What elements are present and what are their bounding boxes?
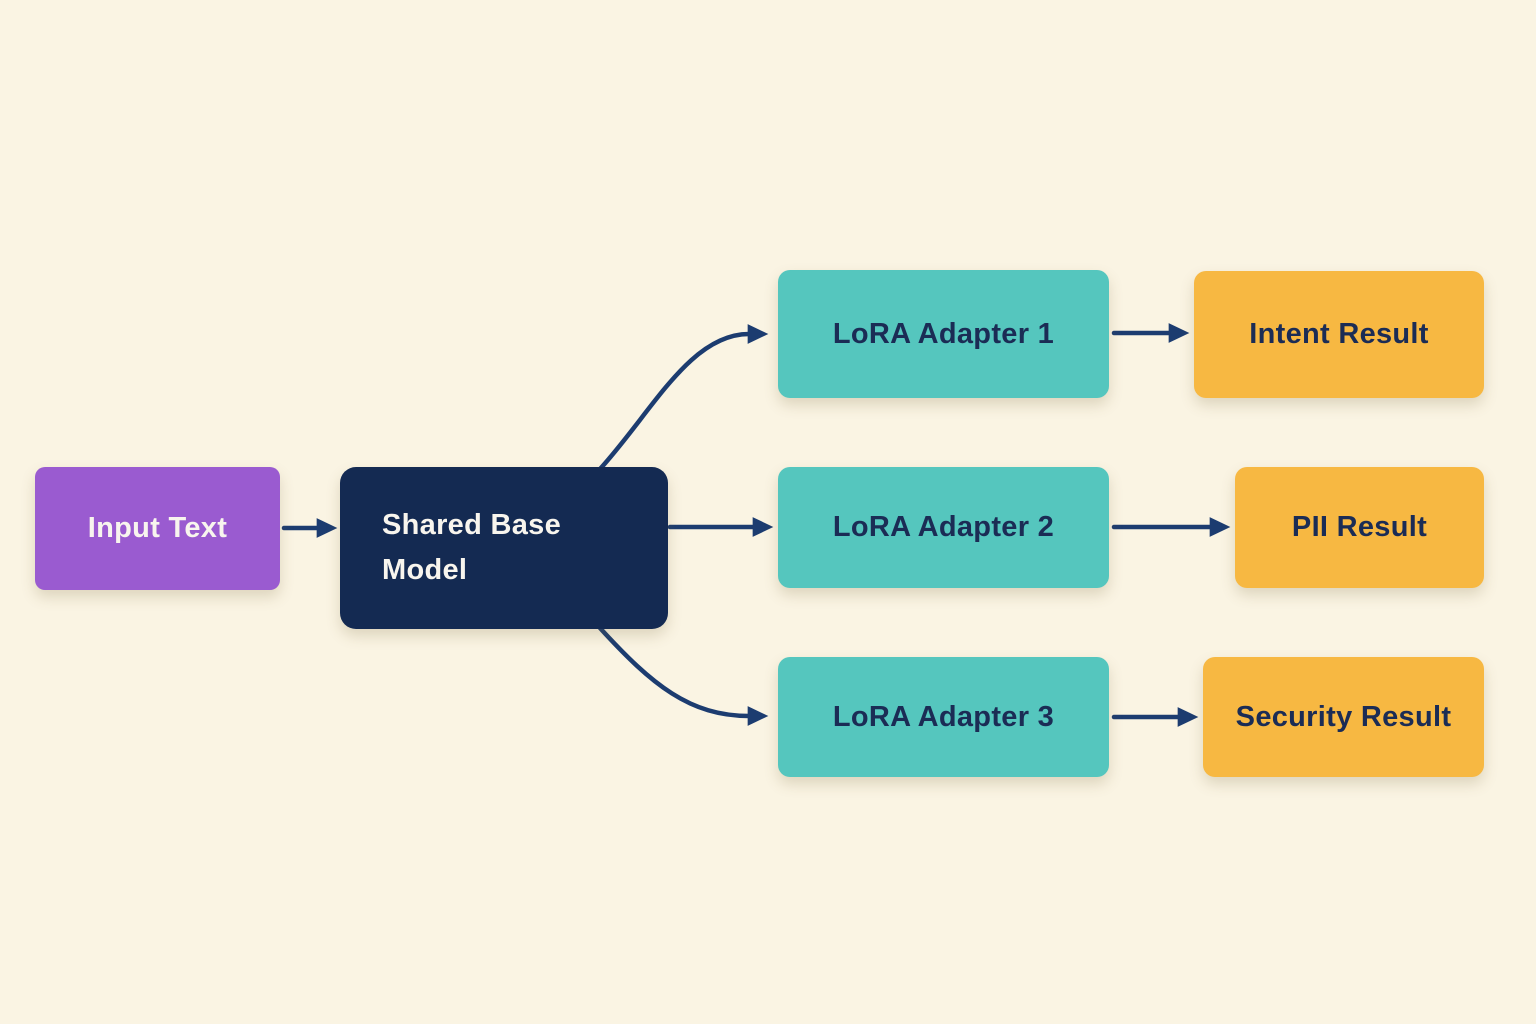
node-input-text: Input Text bbox=[35, 467, 280, 590]
node-security-result: Security Result bbox=[1203, 657, 1484, 777]
node-lora-adapter-1: LoRA Adapter 1 bbox=[778, 270, 1109, 398]
edge-base-to-adapter1 bbox=[597, 324, 769, 472]
node-lora-adapter-3-label: LoRA Adapter 3 bbox=[832, 700, 1055, 733]
node-pii-result: PII Result bbox=[1235, 467, 1484, 588]
node-lora-adapter-1-label: LoRA Adapter 1 bbox=[832, 317, 1055, 350]
edge-base-to-adapter3 bbox=[597, 625, 769, 726]
node-pii-result-label: PII Result bbox=[1291, 511, 1428, 543]
node-intent-result-label: Intent Result bbox=[1249, 318, 1429, 350]
node-lora-adapter-2: LoRA Adapter 2 bbox=[778, 467, 1109, 588]
node-shared-base-model-label: Shared Base Model bbox=[382, 509, 561, 586]
node-security-result-label: Security Result bbox=[1235, 700, 1452, 733]
node-input-text-label: Input Text bbox=[87, 512, 228, 544]
node-lora-adapter-2-label: LoRA Adapter 2 bbox=[832, 511, 1055, 543]
node-lora-adapter-3: LoRA Adapter 3 bbox=[778, 657, 1109, 777]
node-shared-base-model: Shared Base Model bbox=[340, 467, 668, 629]
node-intent-result: Intent Result bbox=[1194, 271, 1484, 398]
